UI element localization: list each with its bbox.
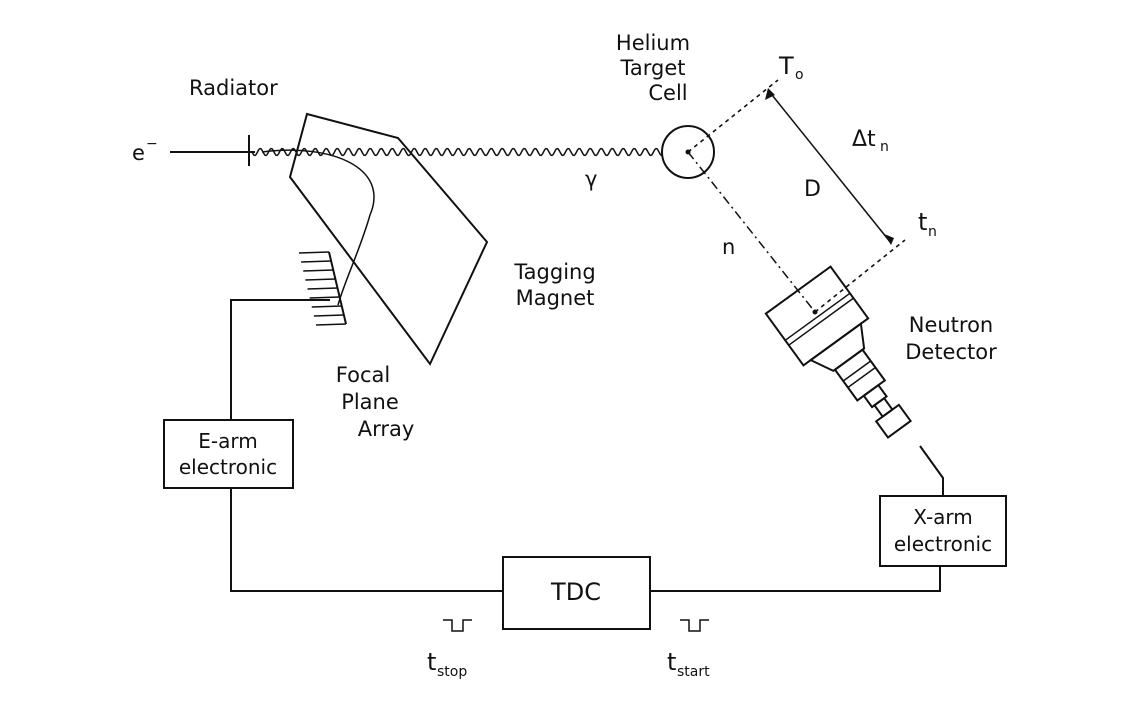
wire-fpa-to-earm (230, 299, 330, 420)
focal-plane-fingers (298, 251, 347, 326)
wire-tdc-to-xarm (650, 566, 941, 592)
t-start-sub-label: start (677, 664, 710, 680)
focal-plane-label-1: Focal (336, 363, 390, 387)
wire-earm-to-tdc (230, 488, 503, 592)
distance-label: D (804, 177, 821, 202)
helium-label-3: Cell (648, 81, 687, 105)
tn-reference-line (814, 239, 906, 313)
delta-tn-label: Δt (852, 127, 876, 152)
photon-beam-wave (251, 147, 663, 157)
x-arm-label-1: X-arm (913, 505, 973, 529)
t0-label: T (778, 52, 794, 80)
focal-plane-label-3: Array (358, 417, 415, 441)
t-start-label: t (667, 648, 676, 676)
neutron-detector-label-1: Neutron (909, 313, 994, 337)
helium-target-cell (661, 125, 715, 179)
radiator-label: Radiator (189, 76, 278, 100)
neutron-detector (764, 265, 913, 439)
e-arm-label-2: electronic (179, 455, 277, 479)
focal-plane-finger (305, 278, 336, 281)
tagging-magnet-body (288, 112, 489, 366)
wire-detector-to-xarm (919, 445, 944, 496)
tagging-magnet-label-1: Tagging (513, 260, 595, 284)
distance-arrow-head-top (765, 88, 775, 100)
gamma-label: γ (585, 167, 597, 191)
e-arm-box (163, 419, 294, 489)
electron-label: e (132, 141, 145, 165)
t0-sub-label: o (795, 67, 804, 83)
focal-plane-finger (309, 296, 340, 299)
delta-tn-sub-label: n (880, 139, 889, 155)
neutron-detector-label-2: Detector (905, 340, 997, 364)
neutron-label: n (722, 235, 735, 259)
helium-label-2: Target (620, 56, 686, 80)
electron-charge-label: − (146, 136, 158, 152)
tagging-magnet-label-2: Magnet (516, 286, 595, 310)
x-arm-label-2: electronic (894, 532, 992, 556)
t-stop-label: t (427, 648, 436, 676)
tn-label: t (918, 208, 927, 236)
focal-plane-finger (313, 314, 344, 317)
tn-sub-label: n (928, 224, 937, 240)
t0-reference-line (687, 79, 779, 153)
tdc-box (502, 556, 651, 630)
focal-plane-finger (298, 251, 330, 254)
focal-plane-finger (311, 305, 342, 308)
e-arm-label-1: E-arm (198, 429, 257, 453)
focal-plane-label-2: Plane (341, 390, 399, 414)
stop-pulse-icon (443, 619, 472, 632)
focal-plane-finger (307, 287, 338, 290)
focal-plane-finger (315, 323, 347, 326)
helium-label-1: Helium (616, 31, 690, 55)
tdc-label: TDC (550, 578, 601, 606)
focal-plane-finger (301, 260, 332, 263)
start-pulse-icon (680, 619, 709, 632)
neutron-path-line (687, 151, 816, 313)
distance-arrow-head-bottom (884, 234, 894, 245)
distance-arrow-line (767, 89, 892, 244)
electron-deflection-path (261, 149, 375, 306)
t-stop-sub-label: stop (437, 664, 467, 680)
focal-plane-finger (303, 269, 334, 272)
